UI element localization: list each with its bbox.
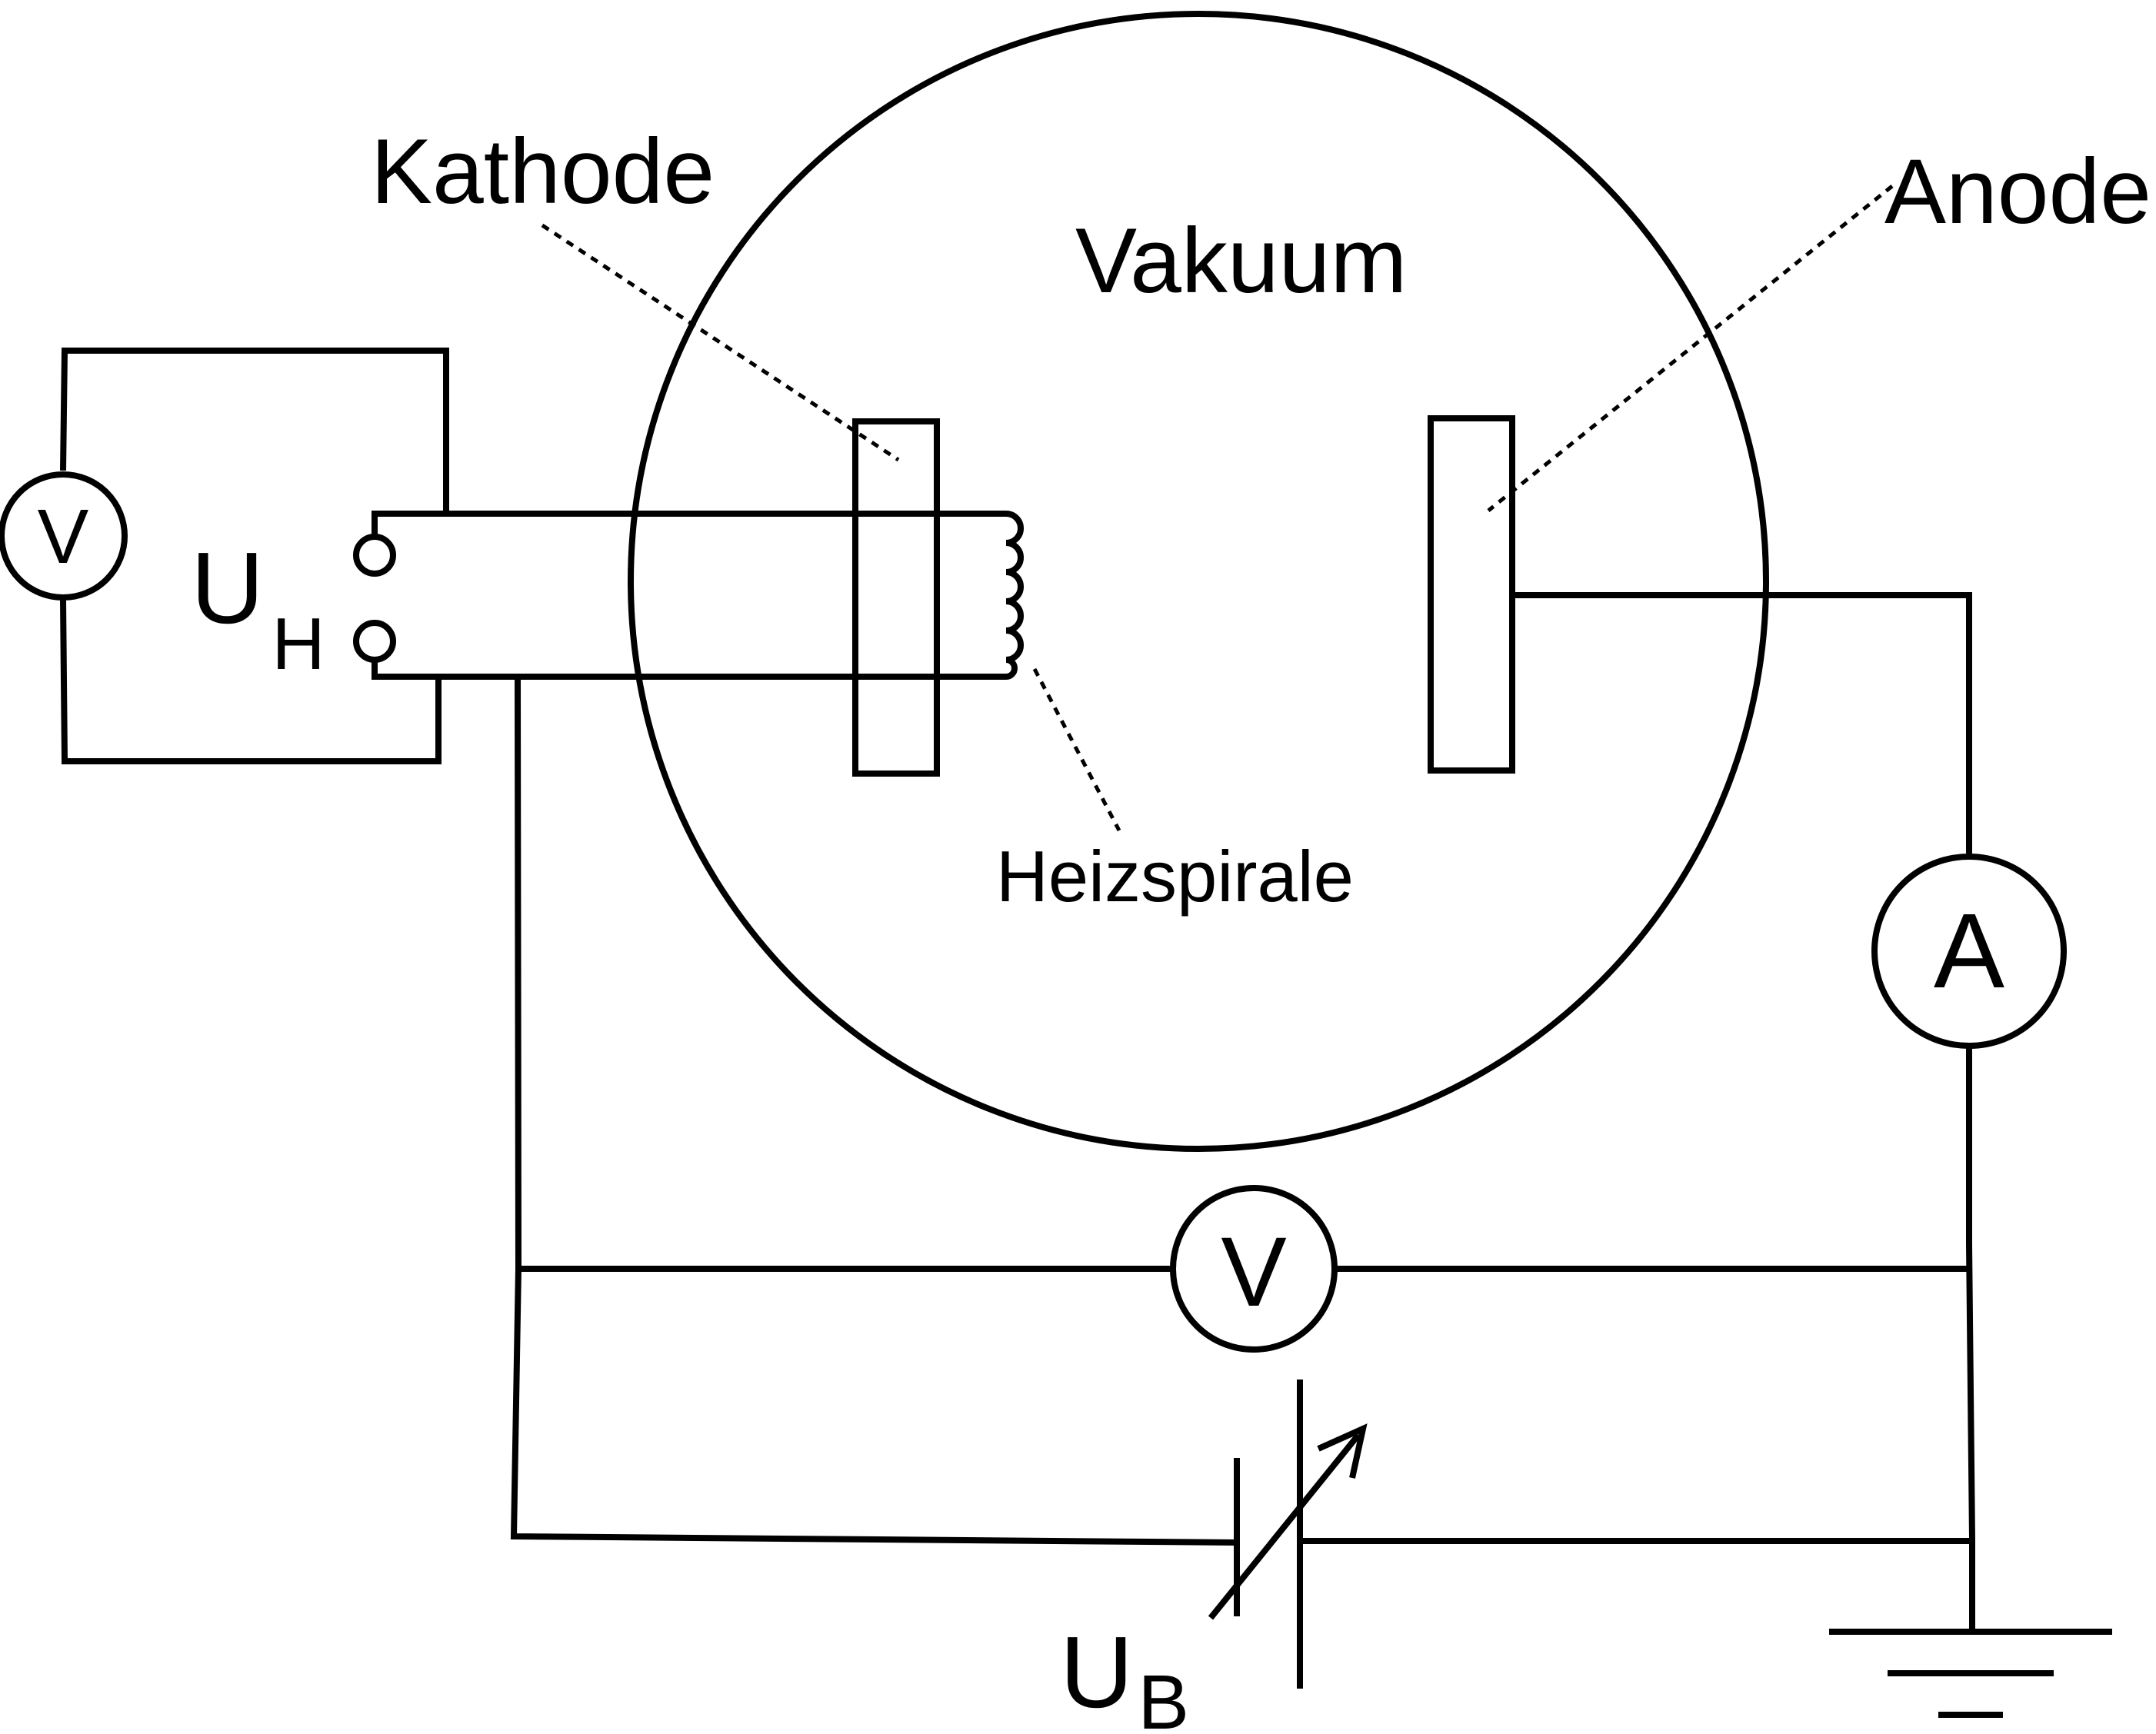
anode-ammeter-letter: A [1934, 892, 2004, 1010]
kathode-label: Kathode [371, 120, 715, 223]
heizspirale-label: Heizspirale [996, 836, 1354, 917]
anode-wire [1512, 592, 1972, 854]
variable-arrow-head [1317, 1423, 1368, 1479]
heater-coil [1005, 511, 1024, 680]
heater-lead-top [372, 511, 1006, 537]
variable-arrow-shaft [1208, 1433, 1361, 1620]
anode-voltage-main: U [1060, 1616, 1133, 1729]
cathode-plate [852, 418, 940, 777]
vakuum-label: Vakuum [1075, 209, 1407, 312]
heater-voltmeter-wire-top [60, 348, 449, 514]
anode-leader-line [1487, 185, 1894, 512]
heater-terminal-top [353, 534, 396, 577]
anode-voltage-subscript: B [1138, 1659, 1189, 1734]
heater-voltmeter-wire-bottom [60, 599, 442, 764]
anode-voltmeter-letter: V [1221, 1217, 1286, 1327]
heater-lead-bottom [372, 660, 1006, 680]
cathode-return-wire [510, 676, 1238, 1546]
heater-voltmeter-circle [0, 471, 128, 601]
heater-voltmeter-letter: V [38, 494, 89, 580]
kathode-leader-line [541, 223, 900, 462]
vacuum-tube [628, 11, 1769, 1152]
ammeter-to-ground-wire [1966, 1046, 1975, 1629]
anode-plate [1428, 415, 1515, 774]
heizspirale-leader-line [1032, 667, 1121, 832]
heater-voltage-main: U [191, 531, 264, 644]
anode-label: Anode [1884, 140, 2151, 243]
heater-voltage-subscript: H [272, 603, 325, 685]
anode-voltage-label: UB [1060, 1616, 1189, 1734]
heater-terminal-bottom [353, 620, 396, 663]
